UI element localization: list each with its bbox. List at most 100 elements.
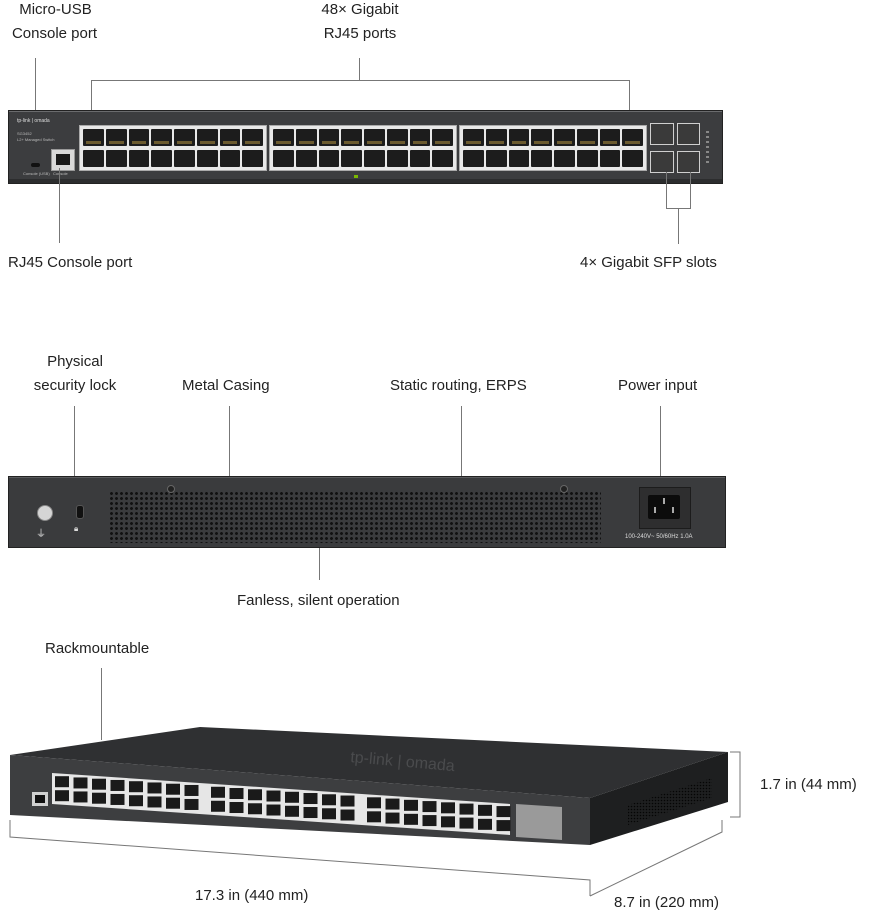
- iso-rj45-port: [55, 776, 69, 788]
- static-routing-label: Static routing, ERPS: [390, 377, 527, 394]
- rj45-ports-label-line2: RJ45 ports: [323, 25, 397, 42]
- iso-rj45-port: [385, 812, 400, 824]
- micro-usb-label-line2: Console port: [11, 25, 98, 42]
- rj45-port: [295, 129, 317, 146]
- routing-leader-line: [461, 406, 462, 478]
- rj45-port: [409, 129, 431, 146]
- security-lock-slot: [76, 505, 84, 519]
- iso-rj45-port: [303, 793, 318, 805]
- width-dimension-label: 17.3 in (440 mm): [195, 887, 309, 904]
- ground-screw-icon: [37, 505, 53, 521]
- rj45-port: [554, 129, 575, 146]
- sfp-slot: [650, 123, 674, 145]
- rj45-port: [432, 150, 453, 167]
- iso-rj45-port: [404, 799, 418, 811]
- port-block-1: [79, 125, 267, 171]
- micro-usb-label-line1: Micro-USB: [19, 1, 92, 18]
- iso-rj45-port: [340, 795, 355, 807]
- iso-rj45-port: [110, 779, 125, 791]
- side-vent-grille: [628, 778, 712, 825]
- iso-rj45-port: [478, 818, 492, 830]
- system-led-icon: [354, 175, 358, 178]
- brand-logo: tp-link | omada: [17, 118, 50, 124]
- rj45-port: [576, 150, 598, 167]
- iso-rj45-port: [211, 786, 225, 798]
- switch-top-surface: [10, 727, 728, 798]
- rj45-bracket-left: [91, 80, 92, 116]
- lock-leader-line: [74, 406, 75, 506]
- iso-rj45-port: [73, 791, 88, 803]
- rj45-port: [105, 129, 127, 146]
- iso-ports: [55, 776, 511, 832]
- power-rating: 100-240V~ 50/60Hz 1.0A: [625, 534, 693, 540]
- micro-usb-caption: Console (USB): [23, 171, 50, 176]
- iso-rj45-port: [55, 790, 69, 802]
- iso-rj45-port: [422, 815, 437, 827]
- rj45-port: [531, 150, 552, 167]
- power-input-label: Power input: [618, 377, 698, 394]
- rj45-port: [242, 129, 263, 146]
- status-leds: [706, 131, 709, 165]
- iso-rj45-port: [166, 797, 180, 809]
- iso-rj45-port: [248, 789, 262, 801]
- rj45-port: [364, 129, 385, 146]
- iso-rj45-port: [248, 803, 262, 815]
- rj45-port: [105, 150, 127, 167]
- rj45-port: [599, 150, 621, 167]
- port-block-3: [459, 125, 647, 171]
- iso-rj45-port: [367, 797, 381, 809]
- rj45-console-label: RJ45 Console port: [8, 254, 133, 271]
- rj45-port: [485, 129, 507, 146]
- rj45-port: [364, 150, 385, 167]
- rj45-bracket-line: [91, 80, 629, 81]
- rj45-port: [295, 150, 317, 167]
- screw-icon: [560, 485, 568, 493]
- model-number: SG3452: [17, 131, 32, 136]
- rj45-bracket-right: [629, 80, 630, 116]
- iso-rj45-port: [229, 802, 244, 814]
- rj45-port: [83, 129, 104, 146]
- rj45-port: [174, 129, 195, 146]
- rj45-port: [386, 129, 408, 146]
- iso-rj45-port: [496, 806, 511, 818]
- iso-rj45-port: [110, 793, 125, 805]
- rj45-port: [485, 150, 507, 167]
- ground-symbol-icon: ⏚: [36, 529, 46, 540]
- iso-rj45-port: [285, 791, 299, 803]
- rj45-port: [599, 129, 621, 146]
- rj45-port: [196, 150, 218, 167]
- console-caption: Console: [53, 171, 68, 176]
- rj45-port: [219, 150, 241, 167]
- lock-label-line1: Physical: [47, 353, 103, 370]
- iso-rj45-port: [211, 800, 225, 812]
- iso-rj45-port: [322, 808, 336, 820]
- rackmountable-label: Rackmountable: [45, 640, 150, 657]
- iso-rj45-port: [367, 811, 381, 823]
- iso-rj45-port: [459, 803, 474, 815]
- rj45-port: [508, 150, 530, 167]
- sfp-slot-block: [650, 123, 700, 173]
- rj45-port: [128, 150, 150, 167]
- rackmount-leader-line: [101, 668, 102, 740]
- port-block-2: [269, 125, 457, 171]
- micro-usb-console-port: [31, 163, 40, 167]
- sfp-bracket-right: [690, 172, 691, 208]
- depth-dimension-label: 8.7 in (220 mm): [614, 894, 720, 911]
- iso-rj45-port: [92, 792, 106, 804]
- model-name: SG3452 L2+ Managed Switch: [17, 131, 54, 143]
- iso-rj45-port: [266, 790, 281, 802]
- rj45-port: [576, 129, 598, 146]
- rj45-port: [386, 150, 408, 167]
- metal-casing-label: Metal Casing: [182, 377, 270, 394]
- iso-rj45-port: [229, 788, 244, 800]
- iso-rj45-port: [147, 782, 162, 794]
- sfp-slot: [650, 151, 674, 173]
- iso-rj45-port: [340, 809, 355, 821]
- iso-rj45-port: [147, 796, 162, 808]
- height-dimension-line: [730, 751, 741, 818]
- iso-rj45-port: [496, 820, 511, 832]
- height-dimension-label: 1.7 in (44 mm): [760, 776, 857, 793]
- iso-sfp-block: [516, 804, 562, 840]
- rj45-port: [531, 129, 552, 146]
- iso-rj45-port: [441, 802, 455, 814]
